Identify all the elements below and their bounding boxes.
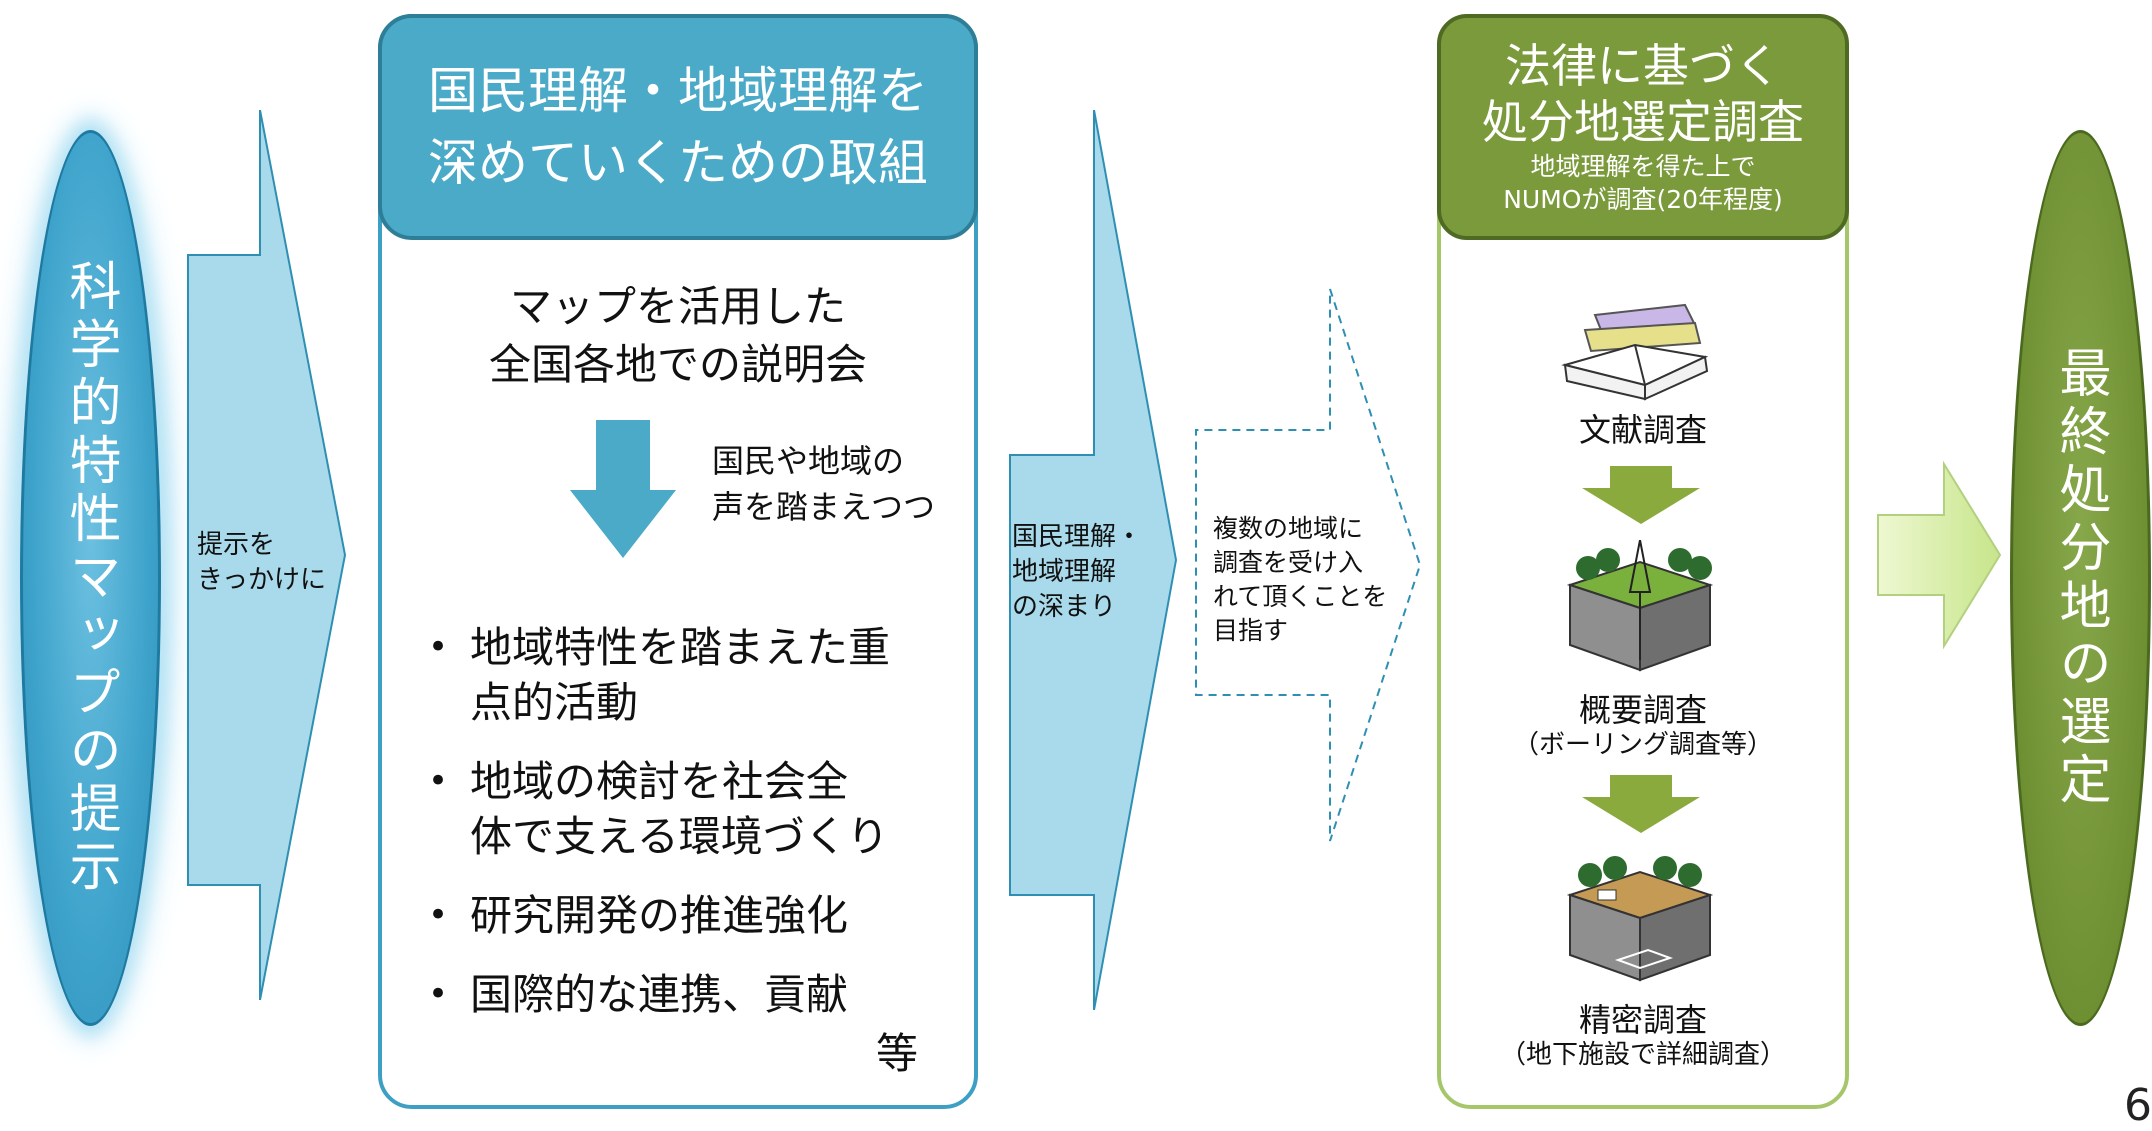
site-survey-title: 法律に基づく 処分地選定調査 — [1482, 39, 1804, 149]
arrow-1 — [187, 110, 347, 1000]
initiatives-panel-header: 国民理解・地域理解を 深めていくための取組 — [378, 14, 978, 240]
drilling-icon — [1566, 540, 1714, 672]
left-oval-label: 科学的特性マップの提示 — [20, 130, 161, 1026]
site-survey-panel-header: 法律に基づく 処分地選定調査 地域理解を得た上で NUMOが調査(20年程度) — [1437, 14, 1849, 240]
arrow-3-label: 複数の地域に 調査を受け入 れて頂くことを 目指す — [1213, 514, 1388, 645]
arrow-3-dashed — [1195, 288, 1422, 842]
right-oval-label: 最終処分地の選定 — [2010, 130, 2151, 1026]
outline-survey-note: （ボーリング調査等） — [1512, 730, 1773, 760]
arrow-1-label: 提示を きっかけに — [197, 530, 326, 595]
list-item: 研究開発の推進強化 — [414, 888, 974, 943]
list-item: 地域特性を踏まえた重 点的活動 — [414, 620, 974, 730]
arrow-4 — [1877, 460, 2002, 650]
books-icon — [1561, 303, 1709, 401]
detailed-survey-note: （地下施設で詳細調査） — [1499, 1040, 1786, 1070]
left-oval — [20, 130, 161, 1026]
down-arrow-icon — [570, 420, 676, 558]
initiatives-list: 地域特性を踏まえた重 点的活動 地域の検討を社会全 体で支える環境づくり 研究開… — [414, 620, 974, 1046]
arrow-2-label: 国民理解・ 地域理解 の深まり — [1012, 522, 1143, 622]
etc-label: 等 — [876, 1029, 919, 1078]
literature-survey-label: 文献調査 — [1578, 411, 1707, 449]
green-down-arrow-2 — [1582, 775, 1700, 833]
list-item: 地域の検討を社会全 体で支える環境づくり — [414, 754, 974, 864]
side-note-text: 国民や地域の 声を踏まえつつ — [712, 442, 936, 526]
site-survey-subtitle: 地域理解を得た上で NUMOが調査(20年程度) — [1503, 152, 1783, 214]
page-number: 6 — [2124, 1080, 2152, 1131]
initiatives-panel-title: 国民理解・地域理解を 深めていくための取組 — [428, 62, 928, 192]
list-item: 国際的な連携、貢献 — [414, 967, 974, 1022]
right-oval — [2010, 130, 2151, 1026]
right-oval-text: 最終処分地の選定 — [2050, 346, 2110, 810]
underground-facility-icon — [1566, 856, 1714, 982]
briefing-sessions-text: マップを活用した 全国各地での説明会 — [488, 282, 867, 389]
detailed-survey-label: 精密調査 — [1578, 1001, 1707, 1039]
outline-survey-label: 概要調査 — [1578, 691, 1707, 729]
left-oval-text: 科学的特性マップの提示 — [60, 259, 120, 897]
green-down-arrow-1 — [1582, 466, 1700, 524]
arrow-2 — [1009, 110, 1178, 1010]
